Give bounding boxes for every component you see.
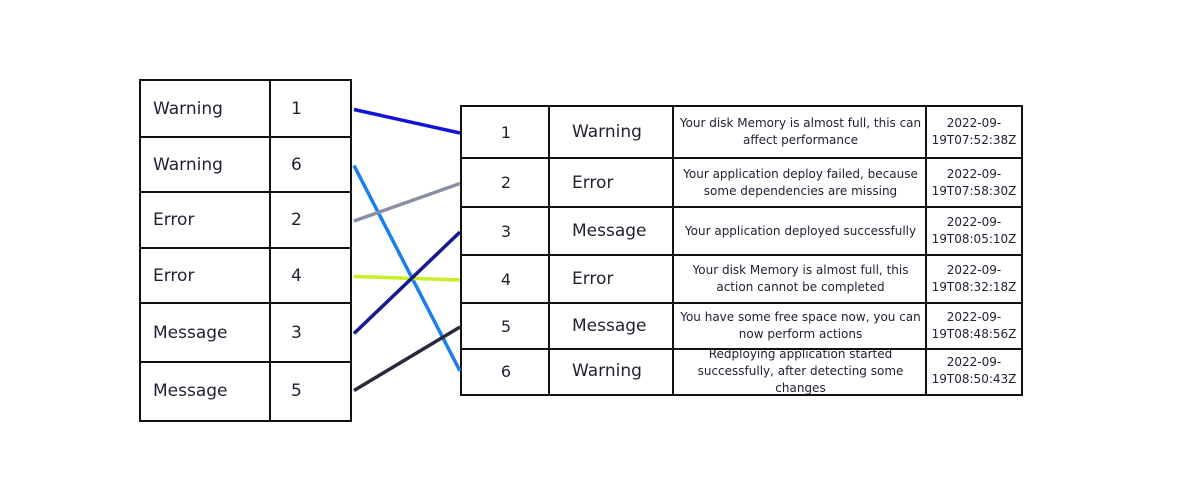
right-table-row: 6 Warning Redploying application started… <box>462 346 1021 395</box>
left-row-id: 2 <box>291 210 302 230</box>
left-row-label: Warning <box>153 98 223 119</box>
connector-line-2 <box>353 181 461 223</box>
right-row-timestamp: 2022-09-19T07:58:30Z <box>931 166 1017 198</box>
right-row-level: Message <box>572 316 647 336</box>
right-row-level: Error <box>572 269 614 289</box>
left-table-row: Warning 6 <box>141 138 350 193</box>
right-row-id: 3 <box>500 221 512 241</box>
left-table-row: Message 3 <box>141 304 350 363</box>
left-row-id: 3 <box>291 322 302 343</box>
left-table-row: Error 4 <box>141 249 350 304</box>
right-table-column-divider <box>548 107 550 394</box>
connector-line-6 <box>352 164 462 372</box>
left-row-label: Message <box>153 322 228 343</box>
left-table-column-divider <box>269 81 271 420</box>
right-log-table: 1 Warning Your disk Memory is almost ful… <box>460 105 1023 396</box>
right-row-id: 2 <box>500 173 512 192</box>
right-row-message: Your disk Memory is almost full, this ca… <box>679 116 922 147</box>
right-table-column-divider <box>925 107 927 394</box>
left-table-row: Error 2 <box>141 193 350 249</box>
left-row-label: Message <box>153 380 228 401</box>
left-table-row: Warning 1 <box>141 81 350 138</box>
right-row-timestamp: 2022-09-19T08:32:18Z <box>931 263 1017 294</box>
left-row-id: 4 <box>291 265 302 286</box>
right-table-row: 3 Message Your application deployed succ… <box>462 208 1021 256</box>
right-row-id: 4 <box>500 269 512 289</box>
right-row-level: Warning <box>572 361 642 381</box>
right-row-level: Error <box>572 172 614 193</box>
left-row-id: 6 <box>291 154 302 175</box>
left-row-id: 5 <box>291 380 302 401</box>
right-table-row: 2 Error Your application deploy failed, … <box>462 159 1021 208</box>
right-table-row: 4 Error Your disk Memory is almost full,… <box>462 256 1021 304</box>
right-table-row: 5 Message You have some free space now, … <box>462 304 1021 350</box>
right-row-timestamp: 2022-09-19T07:52:38Z <box>931 116 1017 147</box>
right-row-level: Message <box>572 221 647 241</box>
connector-line-1 <box>353 107 461 135</box>
right-row-message: You have some free space now, you can no… <box>680 310 921 341</box>
right-row-timestamp: 2022-09-19T08:48:56Z <box>931 310 1017 341</box>
left-table-row: Message 5 <box>141 363 350 418</box>
connector-line-5 <box>353 325 461 393</box>
right-table-column-divider <box>672 107 674 394</box>
left-log-table: Warning 1 Warning 6 Error 2 Error 4 Mess… <box>139 79 352 422</box>
left-row-id: 1 <box>291 98 302 119</box>
right-row-timestamp: 2022-09-19T08:05:10Z <box>931 215 1017 246</box>
right-row-message: Redploying application started successfu… <box>697 346 904 395</box>
right-row-id: 6 <box>500 361 512 381</box>
right-row-message: Your disk Memory is almost full, this ac… <box>692 263 909 294</box>
right-row-level: Warning <box>572 122 642 142</box>
right-row-timestamp: 2022-09-19T08:50:43Z <box>931 355 1017 386</box>
left-row-label: Error <box>153 265 195 286</box>
left-row-label: Warning <box>153 154 223 175</box>
connector-line-3 <box>352 230 462 335</box>
connector-line-4 <box>353 274 461 282</box>
right-row-id: 1 <box>500 122 512 142</box>
right-table-row: 1 Warning Your disk Memory is almost ful… <box>462 107 1021 159</box>
right-row-id: 5 <box>500 316 512 336</box>
right-row-message: Your application deploy failed, because … <box>683 166 918 198</box>
right-row-message: Your application deployed successfully <box>684 223 917 238</box>
left-row-label: Error <box>153 210 195 230</box>
